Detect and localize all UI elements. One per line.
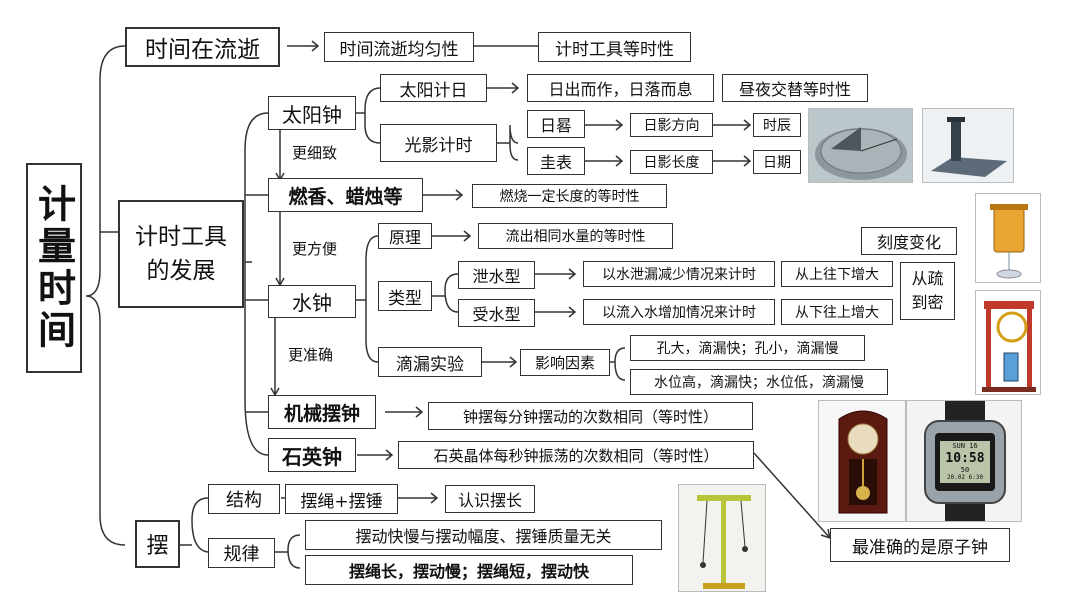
outflow-node: 泄水型 <box>458 261 535 289</box>
quartz-clock-desc: 石英晶体每秒钟振荡的次数相同（等时性） <box>398 441 754 469</box>
law-node: 规律 <box>208 538 275 568</box>
pendulum-experiment-image <box>678 484 766 592</box>
shichen-node: 时辰 <box>753 113 801 137</box>
outflow-water-clock-image <box>975 193 1041 283</box>
guibiao-node: 圭表 <box>527 147 585 175</box>
law-amplitude: 摆动快慢与摆动幅度、摆锤质量无关 <box>305 520 662 550</box>
shadow-length-node: 日影长度 <box>630 150 713 174</box>
law-length: 摆绳长，摆动慢；摆绳短，摆动快 <box>305 555 633 585</box>
structure-node: 结构 <box>208 484 280 514</box>
root-node: 计量时间 <box>26 163 82 373</box>
pendulum-clock-image <box>818 400 906 522</box>
factor-water-level: 水位高，滴漏快；水位低，滴漏慢 <box>630 369 888 395</box>
water-clock-node: 水钟 <box>268 285 356 318</box>
guibiao-photo <box>922 108 1014 183</box>
pendulum-clock-node: 机械摆钟 <box>268 395 376 429</box>
factor-hole-size: 孔大，滴漏快；孔小，滴漏慢 <box>630 335 865 361</box>
pendulum-clock-desc: 钟摆每分钟摆动的次数相同（等时性） <box>428 402 753 430</box>
quartz-watch-image: SUN 16 10:58 50 20.02 6:30 <box>906 400 1022 522</box>
outflow-scale: 从上往下增大 <box>781 261 893 287</box>
rigui-node: 日晷 <box>527 110 585 138</box>
drip-experiment-node: 滴漏实验 <box>378 347 482 377</box>
sparse-dense-node: 从疏到密 <box>900 262 955 320</box>
root-title: 计量时间 <box>31 184 77 352</box>
shadow-direction-node: 日影方向 <box>630 113 713 137</box>
sundial-photo <box>808 108 913 183</box>
inflow-node: 受水型 <box>458 299 535 327</box>
more-convenient-label: 更方便 <box>292 240 338 258</box>
watch-date-readout: 20.02 6:30 <box>946 474 984 481</box>
branch-time-passing: 时间在流逝 <box>125 27 280 67</box>
branch-tool-development: 计时工具的发展 <box>118 200 244 308</box>
isochronous-node: 计时工具等时性 <box>538 32 691 62</box>
finer-label: 更细致 <box>292 144 338 162</box>
shadow-timing-node: 光影计时 <box>380 124 497 162</box>
sun-day-desc: 日出而作，日落而息 <box>527 74 714 102</box>
know-length-node: 认识摆长 <box>445 485 535 513</box>
incense-node: 燃香、蜡烛等 <box>268 178 423 212</box>
atomic-clock-node: 最准确的是原子钟 <box>830 528 1010 562</box>
incense-desc: 燃烧一定长度的等时性 <box>472 184 667 208</box>
scale-change-node: 刻度变化 <box>861 227 957 255</box>
watch-time-readout: 10:58 <box>945 451 985 466</box>
inflow-scale: 从下往上增大 <box>781 299 893 325</box>
sundial-node: 太阳钟 <box>268 96 356 130</box>
inflow-water-clock-image <box>975 290 1041 395</box>
factors-node: 影响因素 <box>520 349 610 376</box>
watch-seconds-readout: 50 <box>960 466 970 474</box>
outflow-desc: 以水泄漏减少情况来计时 <box>583 261 775 287</box>
quartz-clock-node: 石英钟 <box>268 438 356 472</box>
day-night-node: 昼夜交替等时性 <box>722 74 868 102</box>
structure-desc: 摆绳+摆锤 <box>285 484 398 514</box>
date-node: 日期 <box>753 150 801 174</box>
sun-day-node: 太阳计日 <box>380 74 487 102</box>
inflow-desc: 以流入水增加情况来计时 <box>583 299 775 325</box>
watch-top-readout: SUN 16 <box>952 442 978 450</box>
uniform-node: 时间流逝均匀性 <box>324 32 474 62</box>
more-accurate-label: 更准确 <box>288 346 334 364</box>
principle-node: 原理 <box>378 223 432 249</box>
types-node: 类型 <box>378 281 432 311</box>
principle-desc: 流出相同水量的等时性 <box>478 223 673 249</box>
branch-pendulum: 摆 <box>135 520 180 568</box>
